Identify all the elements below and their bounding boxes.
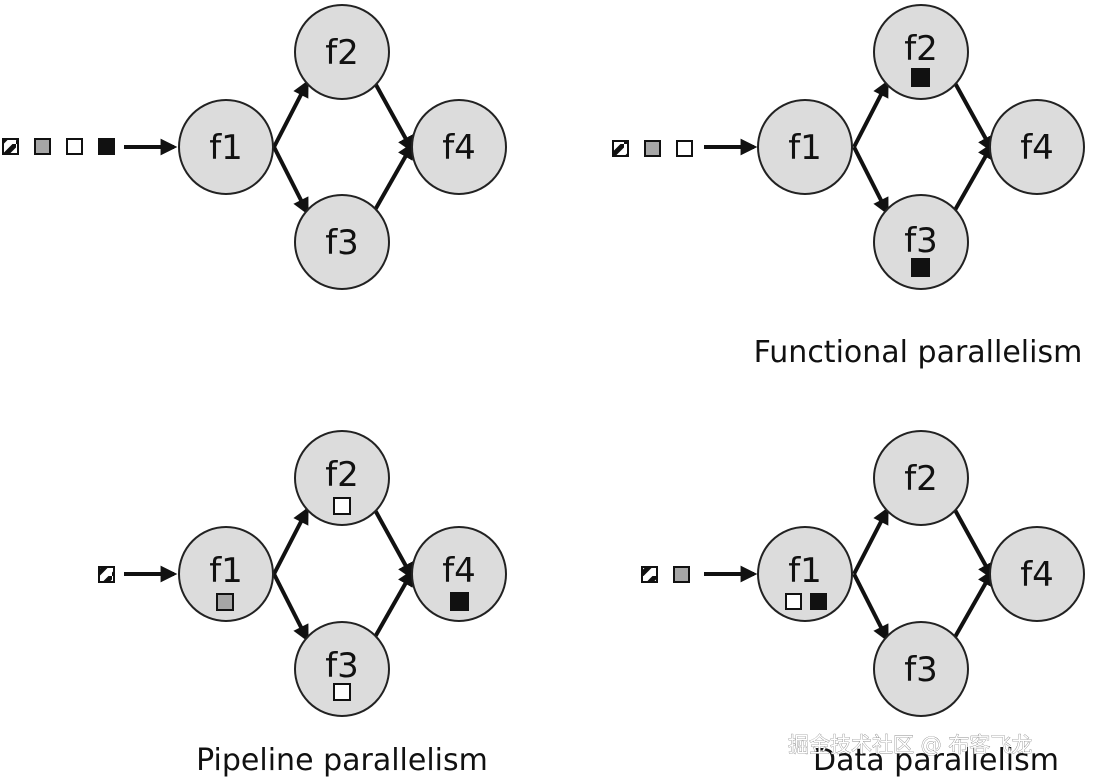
diagram-functional: f1 f2 f3 f4 Functional parallelism [612,4,1085,370]
token-hatched [641,566,658,583]
node-f1 [757,526,853,622]
token-black [911,68,930,87]
token-white [676,140,693,157]
token-gray [673,566,690,583]
node-f2 [873,4,969,100]
node-f1-label: f1 [209,128,243,168]
node-f4 [411,526,507,622]
node-f4 [989,526,1085,622]
edge-f3-f4 [953,142,994,211]
edge-f1-f2 [852,80,889,148]
node-f2-label: f2 [904,459,938,499]
token-black [911,258,930,277]
watermark: 掘金技术社区 @ 布客飞龙 [788,733,1032,757]
node-f2 [294,4,390,100]
token-black [98,138,115,155]
edge-f1-f3 [852,146,889,215]
node-f4 [411,99,507,195]
edge-f1-f2 [272,507,309,575]
node-f4-label: f4 [1020,128,1054,168]
node-f4-label: f4 [1020,555,1054,595]
edge-f1-f3 [852,573,889,642]
node-f3 [873,194,969,290]
node-f3 [294,621,390,717]
node-f4 [989,99,1085,195]
token-gray [644,140,661,157]
node-f1 [757,99,853,195]
node-f3-label: f3 [904,650,938,690]
edge-f3-f4 [953,569,994,638]
caption-data: Data parallelism [813,743,1059,778]
edge-f1-f3 [272,573,309,642]
edge-f2-f4 [953,509,994,580]
diagram-unparallel: f1 f2 f3 f4 [2,4,507,290]
node-f3-label: f3 [325,646,359,686]
token-gray [34,138,51,155]
node-f1 [178,99,274,195]
node-f2 [294,430,390,526]
token-white [333,683,351,701]
edge-f1-f2 [272,80,309,148]
node-f4-label: f4 [442,551,476,591]
node-f1 [178,526,274,622]
token-hatched [98,566,115,583]
node-f1-label: f1 [209,551,243,591]
node-f3 [294,194,390,290]
caption-pipeline: Pipeline parallelism [196,743,488,778]
node-f3-label: f3 [904,221,938,261]
token-white [333,497,351,515]
token-white [785,593,802,610]
diagram-pipeline: f1 f2 f3 f4 Pipeline parallelism [98,430,507,778]
node-f2-label: f2 [904,29,938,69]
token-gray [216,593,234,611]
edge-f1-f3 [272,146,309,215]
node-f2-label: f2 [325,455,359,495]
edge-f1-f2 [852,507,889,575]
node-f1-label: f1 [788,551,822,591]
edge-f3-f4 [373,569,414,638]
caption-functional: Functional parallelism [754,335,1083,370]
edge-f2-f4 [373,82,414,153]
token-hatched [612,140,629,157]
diagram-data: f1 f2 f3 f4 Data parallelism [641,430,1085,778]
token-black [810,593,827,610]
token-hatched [2,138,19,155]
node-f2 [873,430,969,526]
token-black [450,592,469,611]
node-f3-label: f3 [325,223,359,263]
token-white [66,138,83,155]
node-f3 [873,621,969,717]
edge-f3-f4 [373,142,414,211]
edge-f2-f4 [373,509,414,580]
node-f4-label: f4 [442,128,476,168]
node-f2-label: f2 [325,33,359,73]
node-f1-label: f1 [788,128,822,168]
edge-f2-f4 [953,82,994,153]
